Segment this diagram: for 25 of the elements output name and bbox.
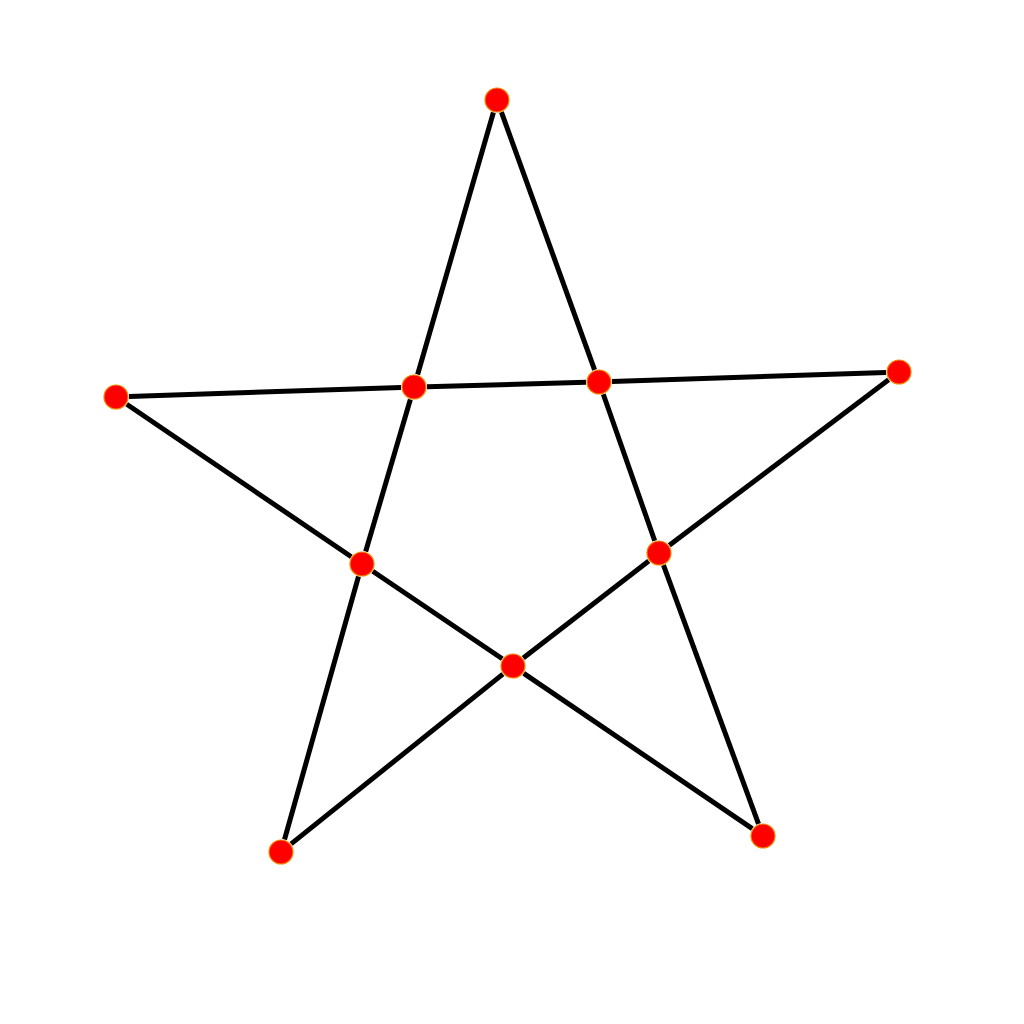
line-segment: [426, 379, 587, 390]
line-segment: [521, 559, 651, 660]
line-segment: [667, 377, 891, 548]
dot: [500, 653, 526, 679]
dot: [268, 839, 294, 865]
dot: [886, 359, 912, 385]
dot: [586, 369, 612, 395]
line-segment: [282, 575, 361, 841]
line-segment: [499, 111, 597, 371]
line-segment: [415, 111, 496, 376]
line-segment: [522, 671, 754, 831]
line-segment: [128, 384, 402, 400]
dot: [401, 374, 427, 400]
dot: [750, 823, 776, 849]
line-segment: [289, 672, 505, 846]
dot: [484, 87, 510, 113]
line-segment: [600, 393, 658, 542]
dot: [646, 540, 672, 566]
line-segment: [363, 398, 413, 553]
line-segment: [125, 402, 353, 559]
dot: [103, 384, 129, 410]
dot: [349, 551, 375, 577]
line-segment: [371, 569, 504, 661]
line-segment: [661, 564, 761, 825]
line-segment: [611, 369, 887, 385]
